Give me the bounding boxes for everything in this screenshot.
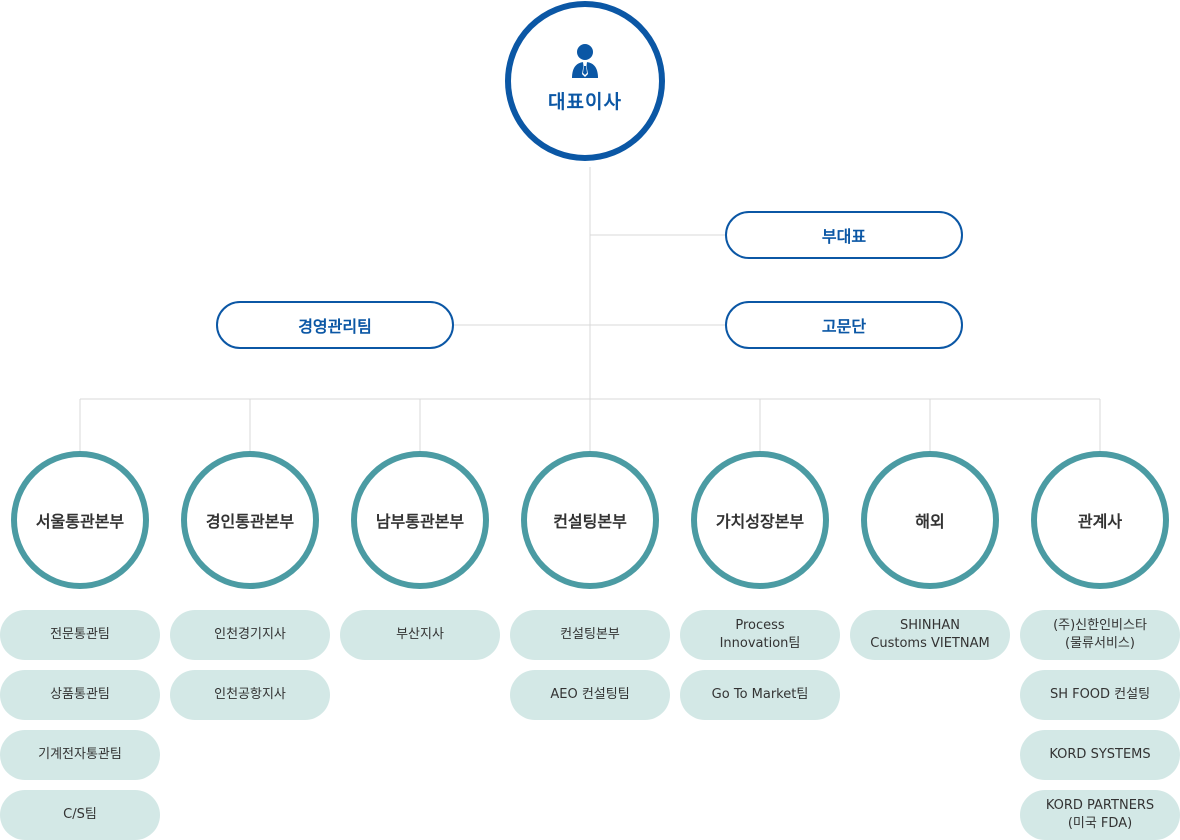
team-item: C/S팀	[0, 790, 160, 840]
division-overseas: 해외	[861, 451, 999, 589]
team-item: Go To Market팀	[680, 670, 840, 720]
team-item: 인천공항지사	[170, 670, 330, 720]
division-value-growth: 가치성장본부	[691, 451, 829, 589]
team-item: AEO 컨설팅팀	[510, 670, 670, 720]
team-item: SH FOOD 컨설팅	[1020, 670, 1180, 720]
ceo-node: 대표이사	[505, 1, 665, 161]
division-affiliates: 관계사	[1031, 451, 1169, 589]
division-seoul-customs: 서울통관본부	[11, 451, 149, 589]
division-gyeongin-customs: 경인통관본부	[181, 451, 319, 589]
team-item: SHINHAN Customs VIETNAM	[850, 610, 1010, 660]
person-icon	[572, 43, 598, 78]
division-consulting: 컨설팅본부	[521, 451, 659, 589]
team-item: KORD SYSTEMS	[1020, 730, 1180, 780]
vice-ceo-node: 부대표	[725, 211, 963, 259]
management-team-node: 경영관리팀	[216, 301, 454, 349]
team-item: 부산지사	[340, 610, 500, 660]
division-south-customs: 남부통관본부	[351, 451, 489, 589]
team-item: 전문통관팀	[0, 610, 160, 660]
advisory-board-node: 고문단	[725, 301, 963, 349]
ceo-label: 대표이사	[548, 90, 622, 113]
team-item: 기계전자통관팀	[0, 730, 160, 780]
team-item: KORD PARTNERS (미국 FDA)	[1020, 790, 1180, 840]
team-item: 인천경기지사	[170, 610, 330, 660]
team-item: (주)신한인비스타 (물류서비스)	[1020, 610, 1180, 660]
team-item: 컨설팅본부	[510, 610, 670, 660]
team-item: 상품통관팀	[0, 670, 160, 720]
team-item: Process Innovation팀	[680, 610, 840, 660]
